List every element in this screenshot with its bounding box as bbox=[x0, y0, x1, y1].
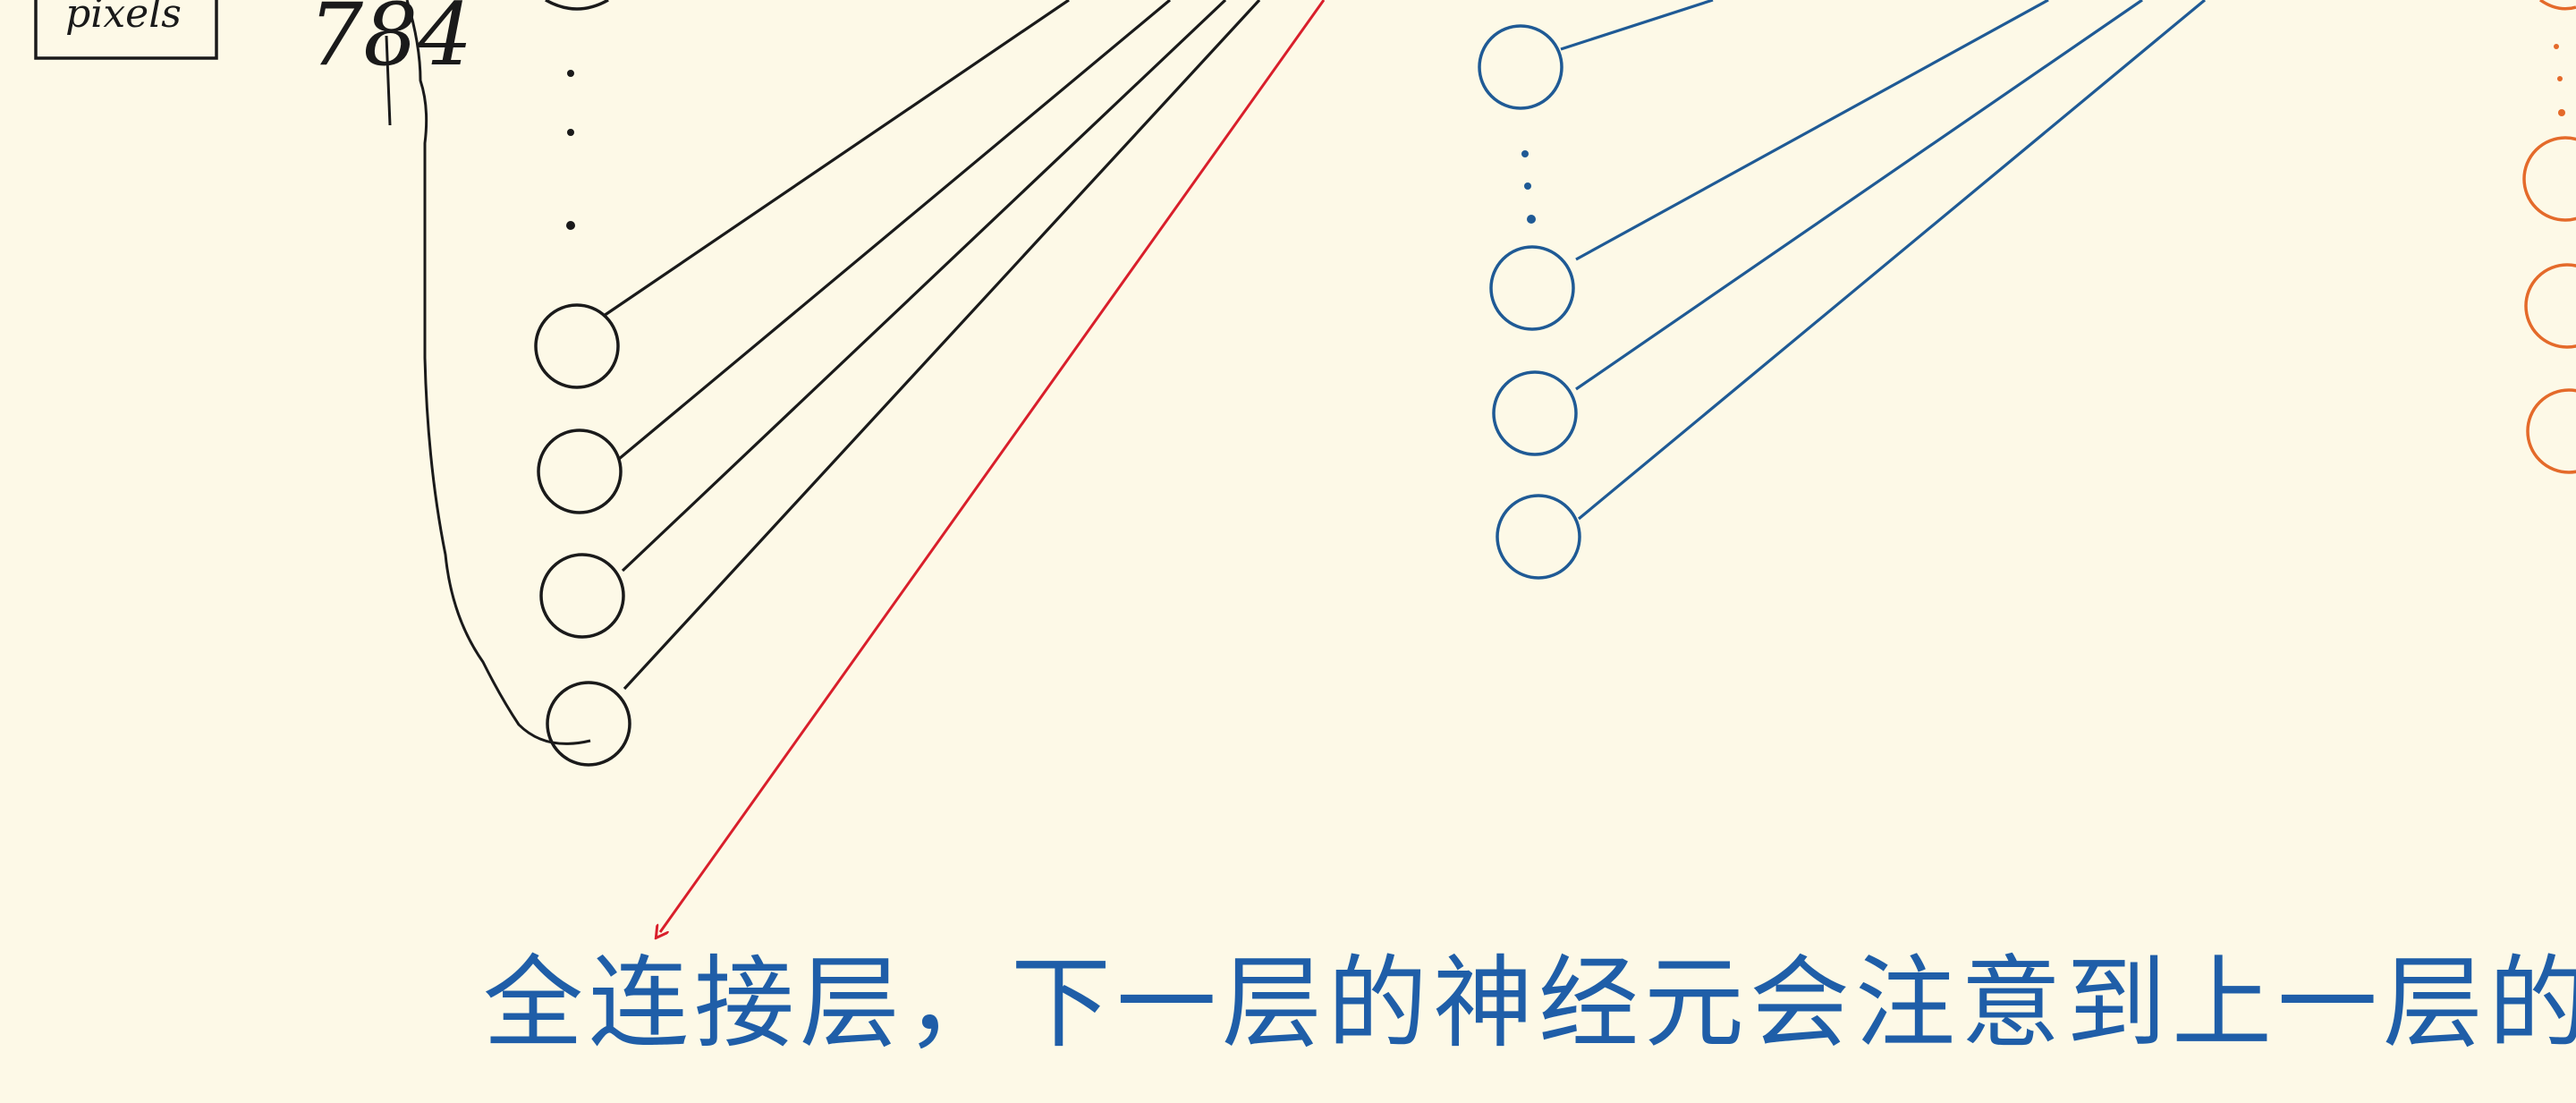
input-neuron bbox=[537, 428, 623, 514]
hidden-ellipsis-dot bbox=[1527, 215, 1536, 224]
connection-line bbox=[603, 0, 1070, 318]
input-ellipsis-dot bbox=[567, 129, 574, 136]
input-neuron bbox=[546, 681, 631, 767]
red-arrow bbox=[660, 0, 1326, 932]
hidden-connections bbox=[1560, 0, 2207, 521]
connection-line bbox=[1575, 0, 2049, 261]
hidden-ellipsis-dot bbox=[1524, 182, 1531, 190]
input-neuron bbox=[534, 303, 620, 389]
connection-line bbox=[1577, 0, 2207, 521]
hidden-neuron bbox=[1489, 245, 1575, 331]
output-neuron bbox=[2524, 263, 2576, 349]
hidden-layer bbox=[1478, 24, 1581, 580]
output-neuron bbox=[2526, 388, 2576, 474]
input-layer bbox=[534, 0, 631, 767]
input-count-label: 784 bbox=[309, 0, 472, 85]
output-neuron bbox=[2522, 136, 2576, 222]
connection-line bbox=[1575, 0, 2143, 391]
input-connections bbox=[603, 0, 1261, 691]
input-ellipsis-dot bbox=[566, 221, 575, 230]
connection-line bbox=[1560, 0, 1714, 51]
hidden-ellipsis-dot bbox=[1521, 150, 1529, 157]
hidden-neuron bbox=[1478, 24, 1563, 110]
output-layer bbox=[2522, 0, 2576, 474]
input-neuron bbox=[539, 553, 625, 639]
connection-line bbox=[617, 0, 1172, 461]
connection-line bbox=[623, 0, 1261, 691]
hidden-neuron bbox=[1496, 494, 1581, 580]
pixels-label: pixels bbox=[65, 0, 182, 37]
output-ellipsis-dot bbox=[2554, 44, 2559, 49]
output-ellipsis-dot bbox=[2558, 109, 2565, 116]
caption-text: 全连接层，下一层的神经元会注意到上一层的所有神经元， bbox=[483, 946, 2576, 1062]
input-pixels-box: pixels bbox=[34, 0, 218, 60]
input-ellipsis-dot bbox=[567, 70, 574, 77]
output-ellipsis-dot bbox=[2557, 76, 2563, 81]
input-count: 784 bbox=[309, 0, 472, 126]
input-brace-line bbox=[405, 0, 591, 745]
hidden-neuron bbox=[1492, 370, 1578, 456]
output-neuron-partial bbox=[2538, 0, 2576, 11]
connection-line bbox=[621, 0, 1227, 573]
input-neuron-partial bbox=[545, 0, 609, 11]
